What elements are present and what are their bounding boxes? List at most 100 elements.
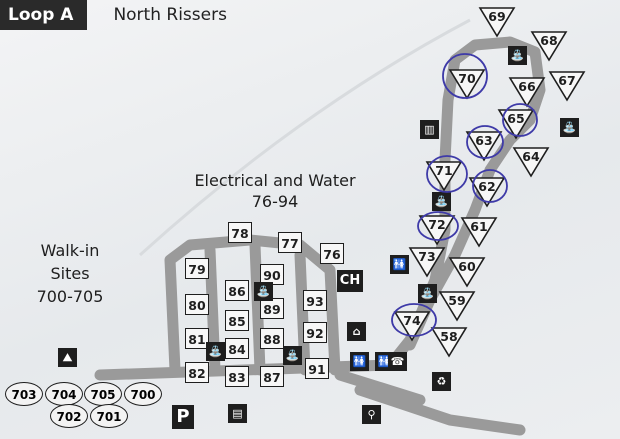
site-70[interactable]: 70 xyxy=(448,68,486,100)
electrical-water-range: 76-94 xyxy=(251,192,299,211)
site-number: 64 xyxy=(522,149,540,164)
site-72[interactable]: 72 xyxy=(418,214,456,246)
walkin-site-703[interactable]: 703 xyxy=(5,382,43,406)
site-81[interactable]: 81 xyxy=(185,328,209,349)
site-number: 70 xyxy=(458,71,476,86)
site-83[interactable]: 83 xyxy=(225,366,249,387)
water-spigot-icon[interactable]: ⛲ xyxy=(432,192,451,211)
map-header: Loop A North Rissers xyxy=(0,0,227,30)
site-86[interactable]: 86 xyxy=(225,280,249,301)
water-spigot-icon[interactable]: ⛲ xyxy=(206,342,225,361)
site-91[interactable]: 91 xyxy=(305,358,329,379)
site-number: 67 xyxy=(558,73,576,88)
site-84[interactable]: 84 xyxy=(225,338,249,359)
triangle-marker-icon xyxy=(530,31,568,62)
site-66[interactable]: 66 xyxy=(508,76,546,108)
pen-circle-5 xyxy=(417,211,459,241)
walkin-title-2: Sites xyxy=(50,264,90,283)
lower-road-2 xyxy=(334,369,426,406)
restroom-icon[interactable]: 🚻 xyxy=(350,352,369,371)
pen-circle-0 xyxy=(442,53,488,99)
site-number: 73 xyxy=(418,249,436,264)
site-92[interactable]: 92 xyxy=(303,322,327,343)
lower-road xyxy=(354,384,526,436)
triangle-marker-icon xyxy=(508,77,546,108)
pen-circle-3 xyxy=(426,155,468,193)
site-63[interactable]: 63 xyxy=(465,130,503,162)
site-number: 65 xyxy=(507,111,525,126)
loop-name: North Rissers xyxy=(113,5,227,25)
site-61[interactable]: 61 xyxy=(460,216,498,248)
site-71[interactable]: 71 xyxy=(425,160,463,192)
hiking-icon[interactable]: ⛰ xyxy=(58,348,77,367)
site-number: 63 xyxy=(475,133,493,148)
site-87[interactable]: 87 xyxy=(260,366,284,387)
pen-circle-4 xyxy=(472,169,508,203)
site-number: 62 xyxy=(478,179,496,194)
restroom-icon[interactable]: 🚻 xyxy=(390,255,409,274)
triangle-marker-icon xyxy=(425,161,463,192)
pen-circle-1 xyxy=(502,103,538,137)
telephone-icon[interactable]: ☎ xyxy=(388,352,407,371)
triangle-marker-icon xyxy=(448,257,486,288)
walkin-site-700[interactable]: 700 xyxy=(124,382,162,406)
site-number: 66 xyxy=(518,79,536,94)
parking-icon[interactable]: P xyxy=(172,405,194,429)
site-number: 68 xyxy=(540,33,558,48)
site-64[interactable]: 64 xyxy=(512,146,550,178)
water-spigot-icon[interactable]: ⛲ xyxy=(283,346,302,365)
site-80[interactable]: 80 xyxy=(185,294,209,315)
triangle-marker-icon xyxy=(460,217,498,248)
site-69[interactable]: 69 xyxy=(478,6,516,38)
site-65[interactable]: 65 xyxy=(497,108,535,140)
playground-icon[interactable]: ⚲ xyxy=(362,405,381,424)
walkin-site-702[interactable]: 702 xyxy=(50,404,88,428)
loop-title: Loop A xyxy=(0,0,88,30)
walkin-site-705[interactable]: 705 xyxy=(84,382,122,406)
dump-station-icon[interactable]: ▤ xyxy=(228,404,247,423)
pen-circle-6 xyxy=(391,303,437,337)
site-88[interactable]: 88 xyxy=(260,328,284,349)
site-76[interactable]: 76 xyxy=(320,243,344,264)
site-68[interactable]: 68 xyxy=(530,30,568,62)
water-spigot-icon[interactable]: ⛲ xyxy=(254,282,273,301)
site-78[interactable]: 78 xyxy=(228,222,252,243)
water-spigot-icon[interactable]: ⛲ xyxy=(418,284,437,303)
branch-road-3 xyxy=(294,249,311,376)
site-number: 60 xyxy=(458,259,476,274)
triangle-marker-icon xyxy=(430,327,468,358)
site-number: 69 xyxy=(488,9,506,24)
triangle-marker-icon xyxy=(478,7,516,38)
site-90[interactable]: 90 xyxy=(260,264,284,285)
site-79[interactable]: 79 xyxy=(185,258,209,279)
triangle-marker-icon xyxy=(418,215,456,246)
site-67[interactable]: 67 xyxy=(548,70,586,102)
triangle-marker-icon xyxy=(438,291,476,322)
site-number: 71 xyxy=(435,163,453,178)
triangle-marker-icon xyxy=(393,311,431,342)
site-58[interactable]: 58 xyxy=(430,326,468,358)
comfort-house-icon[interactable]: CH xyxy=(337,270,363,292)
site-85[interactable]: 85 xyxy=(225,310,249,331)
site-59[interactable]: 59 xyxy=(438,290,476,322)
site-73[interactable]: 73 xyxy=(408,246,446,278)
recycling-icon[interactable]: ♻ xyxy=(432,372,451,391)
site-60[interactable]: 60 xyxy=(448,256,486,288)
site-number: 58 xyxy=(440,329,458,344)
walkin-site-701[interactable]: 701 xyxy=(90,404,128,428)
site-74[interactable]: 74 xyxy=(393,310,431,342)
water-spigot-icon[interactable]: ⛲ xyxy=(560,118,579,137)
site-77[interactable]: 77 xyxy=(278,232,302,253)
walkin-title-1: Walk-in xyxy=(40,241,100,260)
pen-circle-2 xyxy=(466,125,504,159)
site-93[interactable]: 93 xyxy=(303,290,327,311)
electrical-water-title: Electrical and Water xyxy=(194,171,356,190)
shower-icon[interactable]: ▥ xyxy=(420,120,439,139)
site-82[interactable]: 82 xyxy=(185,362,209,383)
site-62[interactable]: 62 xyxy=(468,176,506,208)
site-number: 59 xyxy=(448,293,466,308)
amphitheater-icon[interactable]: ⌂ xyxy=(347,322,366,341)
water-spigot-icon[interactable]: ⛲ xyxy=(508,46,527,65)
